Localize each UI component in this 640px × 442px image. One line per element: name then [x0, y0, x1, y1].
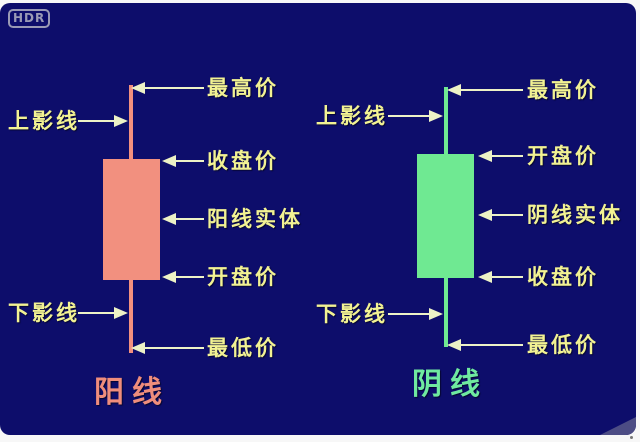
arrow-line — [78, 312, 114, 314]
arrow-line — [78, 120, 114, 122]
bullish-close-price-label: 收盘价 — [207, 149, 279, 173]
left-arrowhead-icon — [478, 150, 492, 162]
arrow-line — [388, 313, 429, 315]
right-arrowhead-icon — [114, 115, 128, 127]
bearish-body-label: 阴线实体 — [527, 203, 623, 227]
right-arrowhead-icon — [114, 307, 128, 319]
bullish-highest-price-label: 最高价 — [207, 76, 279, 100]
left-arrowhead-icon — [162, 271, 176, 283]
arrow-line — [461, 344, 523, 346]
bullish-lower-shadow-label: 下影线 — [8, 301, 80, 325]
bullish-body-label: 阳线实体 — [207, 207, 303, 231]
bearish-open-price-label: 开盘价 — [527, 144, 599, 168]
right-arrowhead-icon — [429, 110, 443, 122]
bullish-caption: 阳线 — [94, 375, 170, 410]
bearish-caption: 阴线 — [412, 367, 488, 402]
arrow-line — [492, 155, 523, 157]
arrow-line — [176, 160, 204, 162]
hdr-badge: HDR — [8, 9, 51, 28]
bullish-upper-shadow-label: 上影线 — [8, 109, 80, 133]
bullish-lowest-price-label: 最低价 — [207, 336, 279, 360]
left-arrowhead-icon — [162, 213, 176, 225]
dot — [630, 436, 633, 439]
arrow-line — [492, 214, 523, 216]
arrow-line — [145, 87, 204, 89]
arrow-line — [176, 276, 204, 278]
arrow-line — [388, 115, 429, 117]
left-arrowhead-icon — [131, 82, 145, 94]
arrow-line — [176, 218, 204, 220]
bearish-lowest-price-label: 最低价 — [527, 333, 599, 357]
bearish-close-price-label: 收盘价 — [527, 265, 599, 289]
bearish-highest-price-label: 最高价 — [527, 78, 599, 102]
left-arrowhead-icon — [478, 271, 492, 283]
arrow-line — [461, 89, 523, 91]
left-arrowhead-icon — [478, 209, 492, 221]
bullish-open-price-label: 开盘价 — [207, 265, 279, 289]
bearish-lower-shadow-label: 下影线 — [316, 302, 388, 326]
left-arrowhead-icon — [447, 84, 461, 96]
arrow-line — [145, 347, 204, 349]
left-arrowhead-icon — [447, 339, 461, 351]
right-arrowhead-icon — [429, 308, 443, 320]
left-arrowhead-icon — [131, 342, 145, 354]
arrow-line — [492, 276, 523, 278]
bearish-upper-shadow-label: 上影线 — [316, 104, 388, 128]
left-arrowhead-icon — [162, 155, 176, 167]
bullish-body — [103, 159, 160, 280]
slide-background: HDR 上影线 下影线 最高价 收盘价 阳线实体 — [0, 3, 636, 435]
bearish-body — [417, 154, 474, 278]
page-curl — [600, 417, 636, 435]
